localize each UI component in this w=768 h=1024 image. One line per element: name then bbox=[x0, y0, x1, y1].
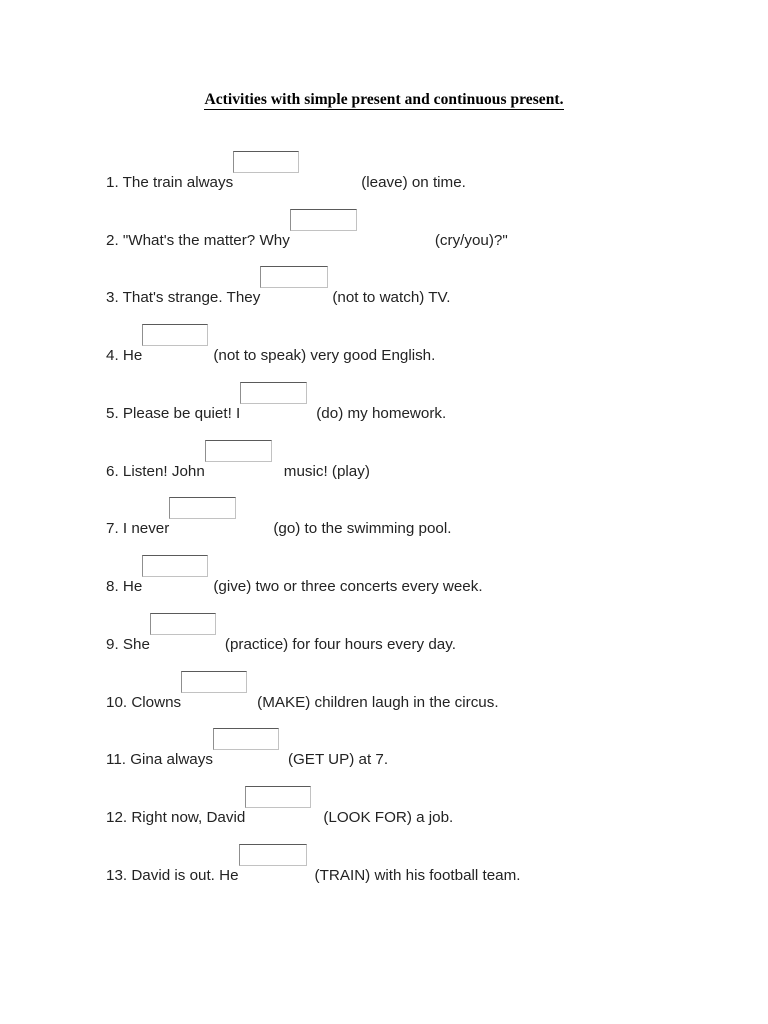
page-title: Activities with simple present and conti… bbox=[0, 90, 768, 110]
exercise-row: 5. Please be quiet! I (do) my homework. bbox=[106, 382, 447, 426]
answer-gap bbox=[240, 382, 316, 426]
answer-input-box[interactable] bbox=[142, 555, 209, 577]
exercise-prompt-after: (GET UP) at 7. bbox=[287, 751, 389, 768]
exercise-prompt-after: (not to speak) very good English. bbox=[213, 347, 436, 364]
exercise-row: 1. The train always (leave) on time. bbox=[106, 151, 466, 195]
exercise-prompt-after: (leave) on time. bbox=[361, 174, 466, 191]
exercise-prompt-before: 2. "What's the matter? Why bbox=[106, 232, 290, 249]
answer-gap bbox=[238, 844, 315, 888]
answer-input-box[interactable] bbox=[233, 151, 300, 173]
answer-input-box[interactable] bbox=[289, 209, 357, 231]
answer-gap bbox=[233, 151, 361, 195]
exercise-prompt-after: (go) to the swimming pool. bbox=[273, 520, 452, 537]
answer-input-box[interactable] bbox=[149, 613, 216, 635]
exercise-prompt-before: 9. She bbox=[106, 636, 150, 653]
exercise-prompt-before: 7. I never bbox=[106, 520, 170, 537]
exercise-prompt-after: (do) my homework. bbox=[316, 405, 447, 422]
exercise-row: 4. He (not to speak) very good English. bbox=[106, 324, 436, 368]
exercise-row: 11. Gina always (GET UP) at 7. bbox=[106, 728, 389, 772]
exercise-row: 12. Right now, David (LOOK FOR) a job. bbox=[106, 786, 454, 830]
exercise-prompt-after: (not to watch) TV. bbox=[332, 289, 451, 306]
exercise-prompt-after: (LOOK FOR) a job. bbox=[323, 809, 454, 826]
answer-gap bbox=[142, 324, 213, 368]
exercise-prompt-after: music! (play) bbox=[283, 463, 370, 480]
exercise-row: 13. David is out. He (TRAIN) with his foo… bbox=[106, 844, 521, 888]
exercise-prompt-after: (cry/you)?" bbox=[434, 232, 508, 249]
answer-input-box[interactable] bbox=[245, 786, 312, 808]
answer-gap bbox=[245, 786, 323, 830]
exercise-prompt-before: 12. Right now, David bbox=[106, 809, 246, 826]
exercise-prompt-after: (TRAIN) with his football team. bbox=[314, 867, 521, 884]
answer-input-box[interactable] bbox=[181, 671, 248, 693]
exercise-prompt-before: 6. Listen! John bbox=[106, 463, 205, 480]
exercise-row: 2. "What's the matter? Why (cry/you)?" bbox=[106, 209, 508, 253]
answer-gap bbox=[289, 209, 435, 253]
exercise-prompt-before: 8. He bbox=[106, 578, 143, 595]
exercise-prompt-before: 5. Please be quiet! I bbox=[106, 405, 241, 422]
answer-input-box[interactable] bbox=[238, 844, 307, 866]
answer-gap bbox=[149, 613, 225, 657]
exercise-row: 6. Listen! John music! (play) bbox=[106, 440, 370, 484]
exercise-prompt-before: 10. Clowns bbox=[106, 694, 182, 711]
answer-gap bbox=[142, 555, 213, 599]
answer-gap bbox=[212, 728, 288, 772]
exercise-prompt-before: 1. The train always bbox=[106, 174, 234, 191]
exercise-prompt-before: 3. That's strange. They bbox=[106, 289, 261, 306]
answer-gap bbox=[260, 266, 332, 310]
page-title-text: Activities with simple present and conti… bbox=[204, 91, 564, 110]
answer-input-box[interactable] bbox=[260, 266, 329, 288]
exercise-prompt-before: 13. David is out. He bbox=[106, 867, 239, 884]
answer-input-box[interactable] bbox=[204, 440, 272, 462]
answer-input-box[interactable] bbox=[142, 324, 209, 346]
answer-gap bbox=[204, 440, 284, 484]
answer-gap bbox=[181, 671, 257, 715]
exercise-prompt-after: (MAKE) children laugh in the circus. bbox=[257, 694, 499, 711]
exercise-row: 10. Clowns (MAKE) children laugh in the c… bbox=[106, 671, 499, 715]
answer-gap bbox=[169, 497, 273, 541]
exercise-prompt-before: 4. He bbox=[106, 347, 143, 364]
answer-input-box[interactable] bbox=[169, 497, 237, 519]
exercise-prompt-after: (practice) for four hours every day. bbox=[224, 636, 456, 653]
exercise-prompt-after: (give) two or three concerts every week. bbox=[213, 578, 483, 595]
exercise-row: 9. She (practice) for four hours every da… bbox=[106, 613, 456, 657]
answer-input-box[interactable] bbox=[212, 728, 279, 750]
exercise-row: 7. I never (go) to the swimming pool. bbox=[106, 497, 452, 541]
exercise-row: 8. He (give) two or three concerts every … bbox=[106, 555, 483, 599]
exercise-prompt-before: 11. Gina always bbox=[106, 751, 213, 768]
answer-input-box[interactable] bbox=[240, 382, 308, 404]
exercise-row: 3. That's strange. They (not to watch) TV… bbox=[106, 266, 451, 310]
